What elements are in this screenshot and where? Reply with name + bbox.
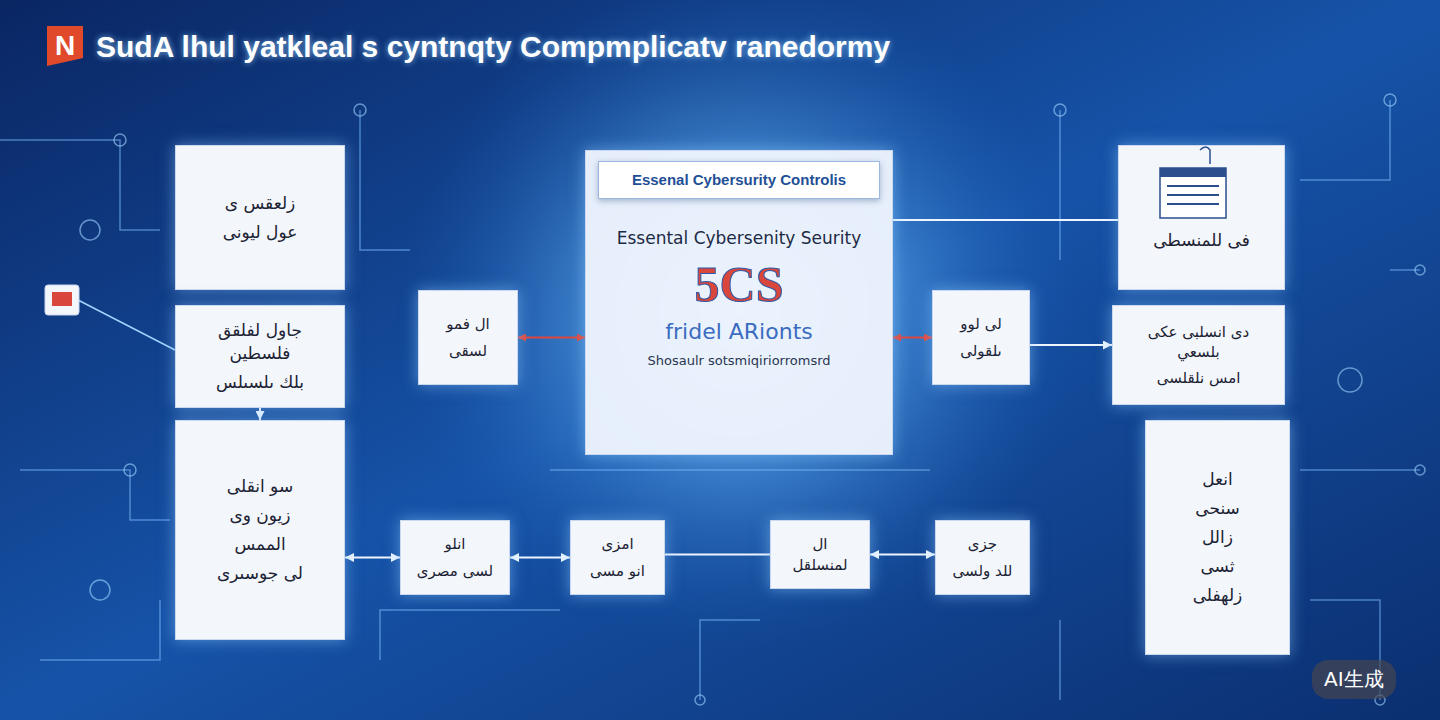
box-text: انو مسى (590, 561, 645, 581)
circuit-lines (0, 100, 1420, 700)
box-text: فى للمنسطى (1153, 229, 1250, 252)
process-box: امزى انو مسى (570, 520, 665, 595)
process-box: انعل سنحى زالل ثسى زلهفلى (1145, 420, 1290, 655)
box-text: امزى (601, 534, 633, 554)
box-text: جزى (968, 534, 997, 554)
connector-arrow (259, 408, 261, 420)
center-glow (400, 0, 1080, 650)
process-box: لى لوو ىلقولى (932, 290, 1030, 385)
process-box: جزى للد ولسى (935, 520, 1030, 595)
process-box: دى انسلبى عكى بلسعي امس نلقلسى (1112, 305, 1285, 405)
box-text: امس نلقلسى (1157, 368, 1241, 388)
box-text: ىلقولى (960, 341, 1002, 361)
watermark: AI生成 (1312, 660, 1396, 699)
central-panel: Essenal Cybersurity ControlisEssental Cy… (585, 150, 893, 455)
small-device-icon (45, 285, 175, 350)
box-text: للد ولسى (953, 561, 1013, 581)
connector-arrow (518, 337, 585, 339)
box-text: زيون وى (229, 504, 290, 527)
box-text: جاول لفلقق فلسطين (188, 319, 332, 365)
process-box: ال فمو لسقى (418, 290, 518, 385)
process-box: جاول لفلقق فلسطين بلك ىلسىلس (175, 305, 345, 408)
box-text: لى جوسىرى (217, 562, 303, 585)
process-box: فى للمنسطى (1118, 145, 1285, 290)
box-text: ال لمنسلقل (783, 534, 857, 575)
box-text: زلهفلى (1193, 584, 1243, 607)
box-text: سو انقلى (227, 475, 293, 498)
box-text: زلعقس ى (225, 192, 296, 215)
panel-text: 5CS (695, 257, 784, 312)
connector-arrow (893, 337, 932, 339)
box-text: لسقى (449, 341, 487, 361)
box-text: عول ليونى (223, 221, 298, 244)
connector-arrow (893, 219, 1118, 221)
box-text: انعل (1202, 468, 1233, 491)
connector-arrow (870, 554, 935, 556)
panel-text: Shosaulr sotsmiqiriorromsrd (647, 352, 830, 370)
panel-text: fridel ARionts (665, 317, 812, 347)
circuit-nodes (80, 94, 1425, 705)
panel-tab-heading: Essenal Cybersurity Controlis (598, 161, 880, 199)
box-text: لسى مصرى (417, 561, 493, 581)
diagram-title: SudA lhul yatkleal s cyntnqty Compmplica… (96, 30, 890, 64)
connector-arrow (510, 557, 570, 559)
box-text: انلو (444, 534, 465, 554)
process-box: انلو لسى مصرى (400, 520, 510, 595)
connector-arrow (1030, 344, 1112, 346)
box-text: لى لوو (960, 314, 1001, 334)
box-text: الممس (234, 533, 285, 556)
box-text: دى انسلبى عكى بلسعي (1125, 322, 1272, 363)
box-text: زالل (1202, 526, 1233, 549)
process-box: ال لمنسلقل (770, 520, 870, 589)
connector-arrow (665, 554, 770, 556)
panel-text: Essental Cybersenity Seurity (617, 227, 861, 250)
box-text: ثسى (1200, 555, 1234, 578)
connector-arrow (345, 557, 400, 559)
box-text: ال فمو (446, 314, 489, 334)
box-text: بلك ىلسىلس (216, 371, 304, 394)
process-box: زلعقس ى عول ليونى (175, 145, 345, 290)
process-box: سو انقلى زيون وى الممس لى جوسىرى (175, 420, 345, 640)
box-text: سنحى (1195, 497, 1240, 520)
